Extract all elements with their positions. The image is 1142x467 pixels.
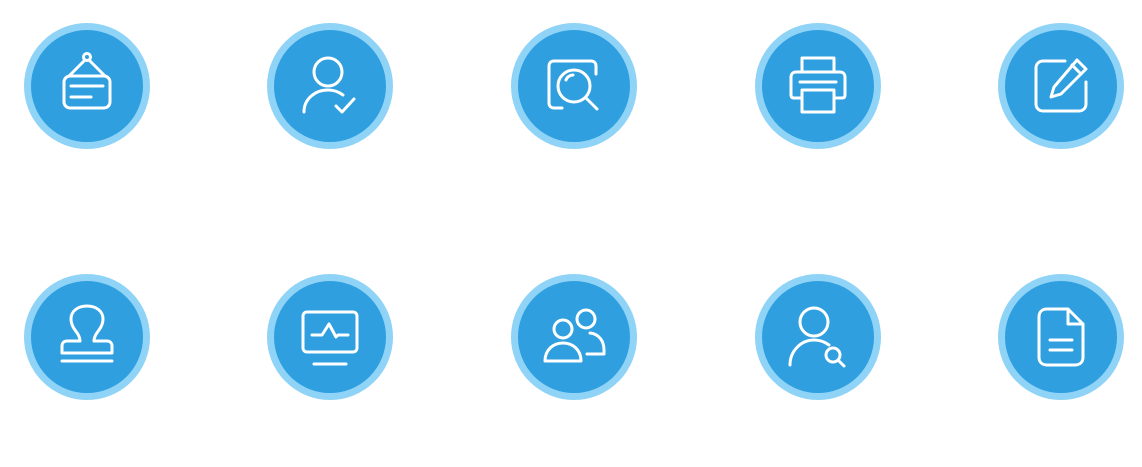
user-check-icon [302,56,356,114]
scan-search-icon-button[interactable] [511,23,637,149]
hanging-sign-icon [62,52,112,110]
user-group-icon [543,308,606,363]
scan-search-icon [547,59,599,111]
printer-icon-button[interactable] [755,23,881,149]
monitor-activity-icon [301,310,359,366]
document-icon-button[interactable] [998,274,1124,400]
user-search-icon [788,306,846,368]
document-icon [1037,307,1085,367]
stamp-icon-button[interactable] [24,274,150,400]
printer-icon [789,56,847,114]
edit-icon [1034,58,1088,113]
user-check-icon-button[interactable] [267,23,393,149]
stamp-icon [60,304,114,363]
monitor-activity-icon-button[interactable] [267,274,393,400]
user-search-icon-button[interactable] [755,274,881,400]
edit-icon-button[interactable] [998,23,1124,149]
hanging-sign-icon-button[interactable] [24,23,150,149]
user-group-icon-button[interactable] [511,274,637,400]
